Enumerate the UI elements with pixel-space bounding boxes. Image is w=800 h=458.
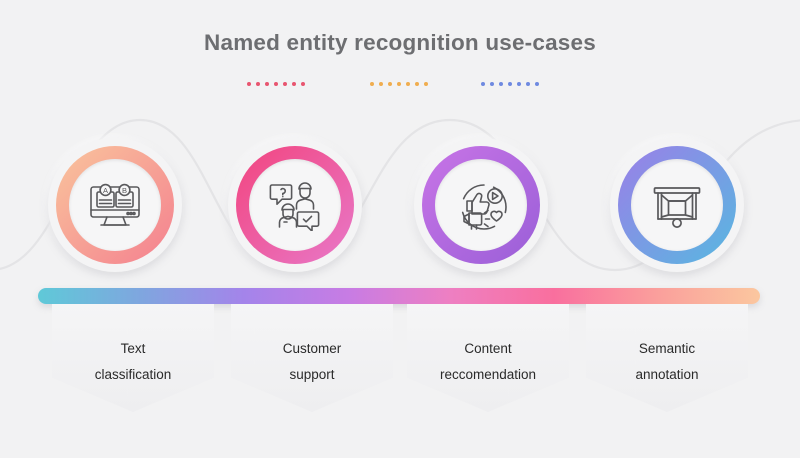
annotation-frame-icon	[653, 187, 701, 228]
separator-dot	[481, 82, 485, 86]
circle-node-row: A B	[0, 138, 800, 274]
label-card-text-classification[interactable]: Text classification	[52, 304, 214, 412]
label-card-row: Text classification Customer support Con…	[0, 304, 800, 424]
label-line: annotation	[635, 366, 699, 382]
dot-group-amber	[370, 82, 428, 86]
circle-inner-face	[631, 159, 723, 251]
dot-group-pink	[247, 82, 305, 86]
people-chat-support-icon	[269, 182, 320, 231]
label-line: Content	[464, 341, 512, 356]
circle-inner-face	[435, 159, 527, 251]
circle-inner-face: A B	[69, 159, 161, 251]
separator-dot	[379, 82, 383, 86]
separator-dot	[247, 82, 251, 86]
separator-dot	[292, 82, 296, 86]
svg-text:A: A	[103, 186, 108, 195]
label-line: support	[289, 366, 335, 382]
separator-dot	[265, 82, 269, 86]
step-circle-customer-support[interactable]	[228, 138, 362, 272]
separator-dot	[517, 82, 521, 86]
separator-dot	[406, 82, 410, 86]
separator-dot	[424, 82, 428, 86]
label-card-content-reccomendation[interactable]: Content reccomendation	[407, 304, 569, 412]
separator-dot	[301, 82, 305, 86]
separator-dot	[415, 82, 419, 86]
separator-dot	[283, 82, 287, 86]
separator-dot	[490, 82, 494, 86]
page-title: Named entity recognition use-cases	[204, 30, 596, 55]
dot-group-blue	[481, 82, 539, 86]
label-card-semantic-annotation[interactable]: Semantic annotation	[586, 304, 748, 412]
separator-dot	[535, 82, 539, 86]
label-line: Text	[120, 341, 146, 356]
label-line: Customer	[282, 341, 342, 356]
separator-dot	[397, 82, 401, 86]
step-circle-text-classification[interactable]: A B	[48, 138, 182, 272]
separator-dot	[526, 82, 530, 86]
svg-text:B: B	[122, 186, 127, 195]
rainbow-gradient-bar	[38, 288, 760, 304]
label-line: reccomendation	[439, 366, 537, 382]
separator-dot	[274, 82, 278, 86]
label-card-customer-support[interactable]: Customer support	[231, 304, 393, 412]
separator-dot	[256, 82, 260, 86]
separator-dot	[508, 82, 512, 86]
separator-dot	[370, 82, 374, 86]
circle-inner-face	[249, 159, 341, 251]
thumbs-up-media-heart-icon	[461, 184, 507, 230]
separator-dot	[499, 82, 503, 86]
label-line: Semantic	[638, 341, 696, 356]
step-circle-content-reccomendation[interactable]	[414, 138, 548, 272]
label-line: classification	[94, 366, 172, 382]
separator-dot	[388, 82, 392, 86]
monitor-ab-classification-icon: A B	[90, 183, 140, 226]
dot-separator-row	[0, 82, 800, 94]
step-circle-semantic-annotation[interactable]	[610, 138, 744, 272]
